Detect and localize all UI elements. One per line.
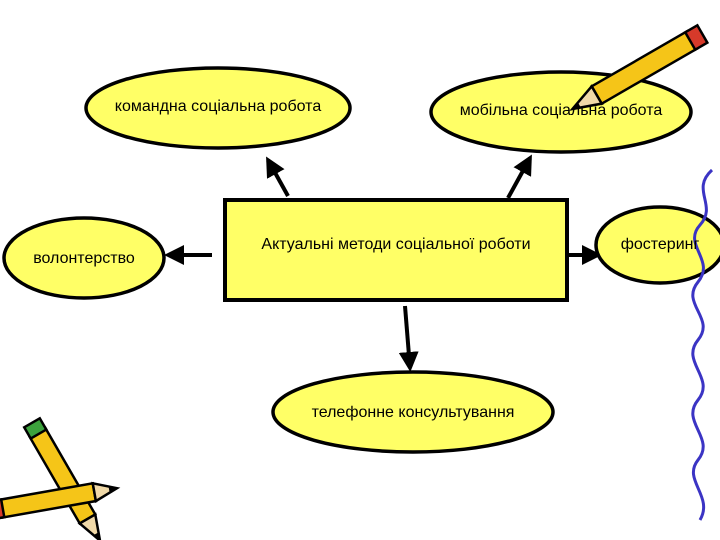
node-team-ellipse [84,66,352,150]
node-phone-label: телефонне консультування [311,404,515,421]
squiggle-line-icon [691,168,714,521]
pencil-icon [22,416,102,540]
node-volunteer-label: волонтерство [33,250,135,267]
node-mobile-label: мобільна соціальна робота [459,102,663,119]
arrow-to-mobile [506,154,532,199]
node-fostering-label: фостеринг [620,236,700,253]
pencil-icon [0,481,121,521]
arrow-to-phone [398,305,419,372]
node-phone-ellipse [271,370,555,454]
pencil-icon [569,23,710,111]
center-node-label: Актуальні методи соціальної роботи [261,236,531,253]
center-node-box [223,198,569,302]
node-volunteer-ellipse [2,216,166,300]
node-fostering-ellipse [594,205,720,285]
arrow-to-team [266,156,290,197]
node-mobile-ellipse [429,70,693,154]
node-team-label: командна соціальна робота [114,98,322,115]
